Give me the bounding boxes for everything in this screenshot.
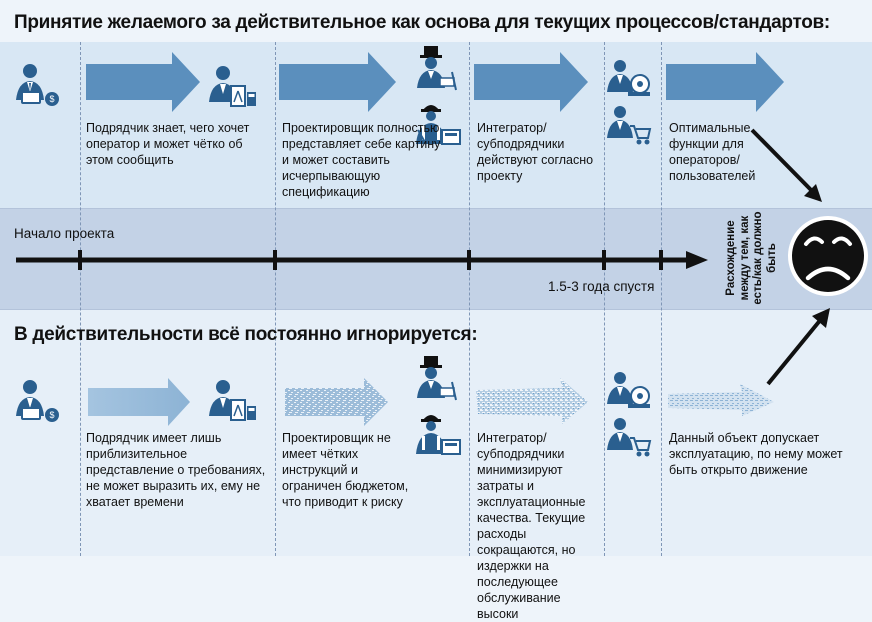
businessman-gear-icon	[606, 58, 652, 103]
bottom-heading: В действительности всё постоянно игнорир…	[14, 324, 478, 345]
bottom-panel	[0, 310, 872, 556]
divider-3	[469, 42, 470, 556]
top-step-4-text: Оптимальные функции для операторов/ поль…	[669, 121, 756, 183]
engineer-tophat-icon	[414, 356, 458, 407]
top-heading: Принятие желаемого за действительное как…	[14, 12, 830, 33]
bottom-arrow-4	[668, 384, 774, 416]
pointer-arrow-bottom-head	[812, 308, 830, 328]
bottom-step-4-text: Данный объект допускает эксплуатацию, по…	[669, 431, 843, 477]
svg-text:$: $	[49, 410, 54, 420]
businessman-cart-icon	[606, 104, 652, 151]
timeline-duration-label: 1.5-3 года спустя	[548, 279, 655, 294]
timeline-start-label: Начало проекта	[14, 226, 115, 241]
bottom-step-2-text: Проектировщик не имеет чётких инструкций…	[282, 431, 409, 509]
top-step-3-text: Интегратор/ субподрядчики действуют согл…	[477, 121, 594, 183]
businessman-cart-icon	[606, 416, 652, 463]
timeline-arrowhead	[686, 251, 708, 269]
worker-helmet-icon	[414, 100, 462, 153]
sad-face-icon	[788, 216, 868, 296]
businessman-plans-icon	[209, 64, 257, 117]
timeline-tick-5	[659, 250, 663, 270]
pointer-arrow-top	[750, 128, 817, 196]
timeline-tick-4	[602, 250, 606, 270]
top-arrow-2	[279, 52, 396, 112]
businessman-gear-icon	[606, 370, 652, 415]
top-step-1-text: Подрядчик знает, чего хочет оператор и м…	[86, 121, 250, 167]
top-arrow-4	[666, 52, 784, 112]
timeline-tick-3	[467, 250, 471, 270]
bottom-step-1-text: Подрядчик имеет лишь приблизительное пре…	[86, 431, 266, 509]
pointer-arrow-bottom	[766, 316, 824, 386]
worker-helmet-icon	[414, 410, 462, 463]
businessman-money-icon: $	[14, 62, 62, 115]
businessman-money-icon: $	[14, 378, 62, 431]
bottom-arrow-1	[88, 378, 190, 426]
divider-5	[661, 42, 662, 556]
businessman-plans-icon	[209, 378, 257, 431]
diagram-graphics	[16, 52, 868, 426]
timeline-tick-1	[78, 250, 82, 270]
timeline-tick-2	[273, 250, 277, 270]
engineer-tophat-icon	[414, 46, 458, 97]
top-arrow-3	[474, 52, 588, 112]
top-step-2-text: Проектировщик полностью представляет себ…	[282, 121, 441, 199]
bottom-arrow-3	[476, 378, 588, 424]
gap-label: Расхождение между тем, как есть/как долж…	[725, 211, 778, 305]
pointer-arrow-top-head	[804, 184, 822, 202]
divider-2	[275, 42, 276, 556]
bottom-step-3-text: Интегратор/субподрядчики минимизируют за…	[477, 431, 586, 621]
divider-4	[604, 42, 605, 556]
top-arrow-1	[86, 52, 200, 112]
divider-1	[80, 42, 81, 556]
svg-text:$: $	[49, 94, 54, 104]
bottom-arrow-2	[285, 378, 388, 426]
